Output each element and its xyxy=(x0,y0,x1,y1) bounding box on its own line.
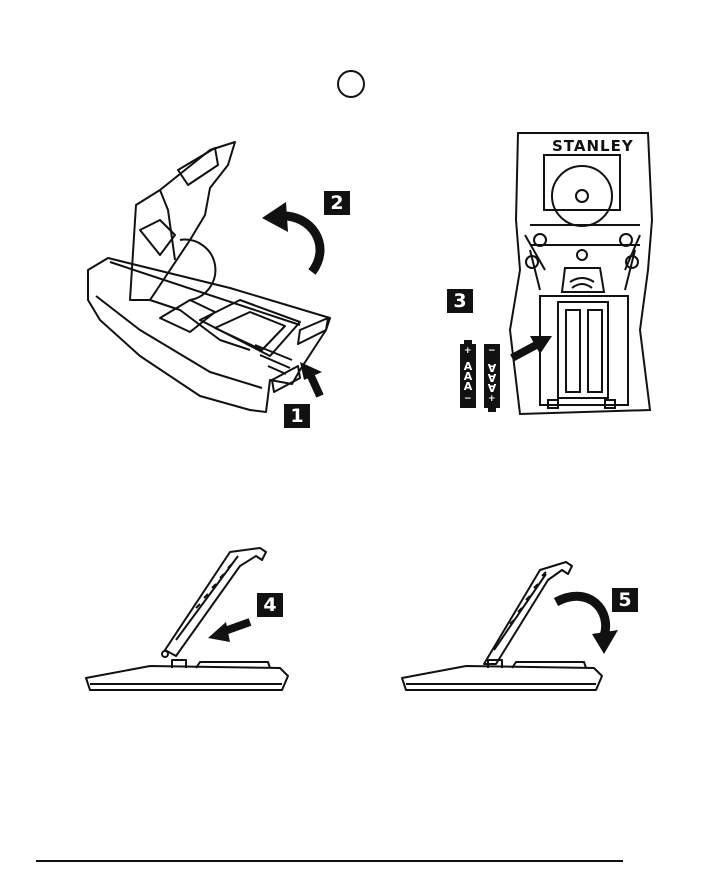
device-side-profile-2 xyxy=(402,562,602,690)
curved-arrow-icon xyxy=(556,596,618,654)
footer-rule xyxy=(36,860,623,862)
step-badge-5: 5 xyxy=(612,588,638,612)
